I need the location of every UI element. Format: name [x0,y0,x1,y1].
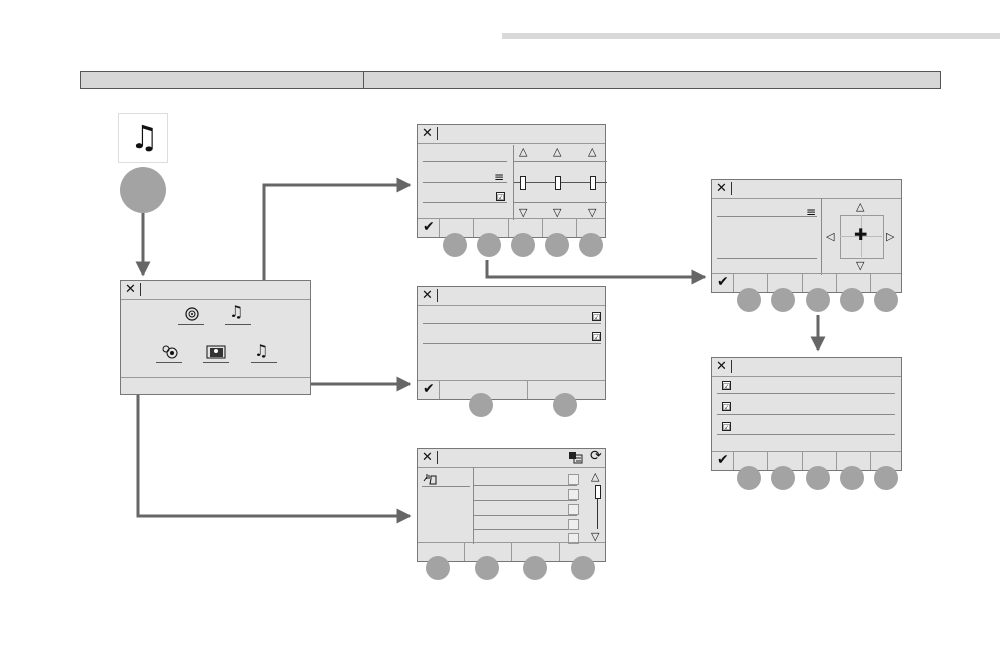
stations-button-3[interactable] [523,556,547,580]
scrollbar-thumb[interactable] [595,485,601,499]
station-5-checkbox[interactable] [568,533,579,544]
radio-settings-icon[interactable] [161,345,179,362]
list-icon: ≡ [494,170,505,184]
settings-button-2[interactable] [771,466,795,490]
setting-2-checkbox[interactable]: ☑ [722,402,731,412]
option-2-checkbox[interactable]: ☑ [592,332,601,342]
radio-icon[interactable] [185,307,199,324]
settings-button-5[interactable] [874,466,898,490]
settings-button-3[interactable] [806,466,830,490]
balance-pad[interactable] [840,215,884,259]
stations-button-2[interactable] [475,556,499,580]
station-3-checkbox[interactable] [568,504,579,515]
band3-up-icon[interactable]: △ [588,145,597,158]
close-button[interactable]: ✕ [422,126,438,141]
top-decor-bar [502,33,1000,39]
stations-button-1[interactable] [426,556,450,580]
music-icon[interactable]: ♫ [229,302,244,321]
radio-options-screen: ✕ ☑ ☑ ✔ [417,286,606,400]
music-source-button[interactable] [120,167,166,213]
list-icon: ≡ [806,205,817,219]
equalizer-screen: ✕ ≡ ☑ △ △ △ ▽ ▽ ▽ ✔ [417,124,607,238]
phone-icon[interactable] [568,451,583,467]
scroll-up-icon[interactable]: △ [591,470,600,483]
checkbox-icon[interactable]: ☑ [496,192,505,202]
close-button[interactable]: ✕ [716,359,732,374]
confirm-button[interactable]: ✔ [423,381,435,397]
confirm-button[interactable]: ✔ [717,452,729,468]
band1-up-icon[interactable]: △ [519,145,528,158]
band1-down-icon[interactable]: ▽ [519,206,528,219]
balance-right-icon[interactable]: ▷ [886,230,895,243]
close-button[interactable]: ✕ [125,282,141,297]
setting-1-checkbox[interactable]: ☑ [722,381,731,391]
station-2-checkbox[interactable] [568,489,579,500]
balance-button-2[interactable] [771,288,795,312]
refresh-icon[interactable]: ⟳ [590,448,602,464]
balance-screen: ✕ ≡ △ ✚ ◁ ▷ ▽ ✔ [711,179,902,293]
setting-3-checkbox[interactable]: ☑ [722,422,731,432]
option-1-checkbox[interactable]: ☑ [592,312,601,322]
main-menu-screen: ✕ ♫ ♫ [120,280,311,395]
balance-button-1[interactable] [737,288,761,312]
music-note-icon: ♫ [130,118,159,156]
band3-down-icon[interactable]: ▽ [588,206,597,219]
equalizer-button-4[interactable] [545,233,569,257]
band2-up-icon[interactable]: △ [553,145,562,158]
scroll-down-icon[interactable]: ▽ [591,530,600,543]
balance-button-5[interactable] [874,288,898,312]
close-button[interactable]: ✕ [716,181,732,196]
confirm-button[interactable]: ✔ [717,274,729,290]
band1-slider[interactable] [520,176,526,190]
balance-button-4[interactable] [840,288,864,312]
fader-down-icon[interactable]: ▽ [856,259,865,272]
balance-button-3[interactable] [806,288,830,312]
fader-up-icon[interactable]: △ [856,200,865,213]
audio-settings-screen: ✕ ☑ ☑ ☑ ✔ [711,357,902,471]
band2-down-icon[interactable]: ▽ [553,206,562,219]
station-1-checkbox[interactable] [568,474,579,485]
balance-center-icon[interactable]: ✚ [854,225,868,244]
band3-slider[interactable] [590,176,596,190]
finger-icon[interactable] [423,473,439,488]
picture-icon[interactable] [206,345,226,362]
settings-button-4[interactable] [840,466,864,490]
balance-left-icon[interactable]: ◁ [826,230,835,243]
station-4-checkbox[interactable] [568,519,579,530]
close-button[interactable]: ✕ [422,450,438,465]
header-bar [80,71,941,89]
arrow-equalizer-to-balance [485,260,707,285]
options-button-1[interactable] [469,393,493,417]
options-button-2[interactable] [553,393,577,417]
equalizer-button-3[interactable] [511,233,535,257]
music-source-box[interactable]: ♫ [118,113,168,163]
equalizer-button-2[interactable] [477,233,501,257]
equalizer-button-5[interactable] [579,233,603,257]
music-settings-icon[interactable]: ♫ [254,341,269,360]
settings-button-1[interactable] [737,466,761,490]
band2-slider[interactable] [555,176,561,190]
stations-button-4[interactable] [571,556,595,580]
equalizer-button-1[interactable] [443,233,467,257]
confirm-button[interactable]: ✔ [423,219,435,235]
station-list-screen: ✕ ⟳ △ ▽ [417,448,606,562]
close-button[interactable]: ✕ [422,288,438,303]
